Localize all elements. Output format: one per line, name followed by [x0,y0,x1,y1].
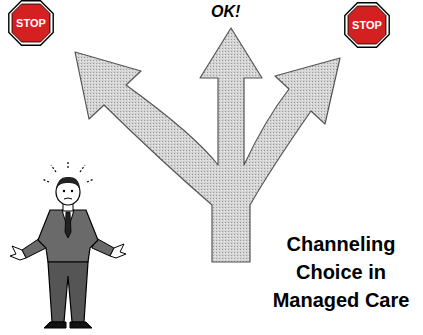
sign-border [9,1,53,45]
sign-face [348,6,386,44]
diagram-title: Channeling Choice in Managed Care [265,230,417,314]
sign-text: STOP [16,17,46,29]
stop-sign: STOP [344,2,390,48]
stop-sign: STOP [8,0,54,46]
path-label: OK! [211,3,240,21]
sign-text: STOP [352,19,382,31]
confused-man [10,160,126,328]
sign-face [12,4,50,42]
fork-arrow [75,28,340,262]
sign-border [345,3,389,47]
